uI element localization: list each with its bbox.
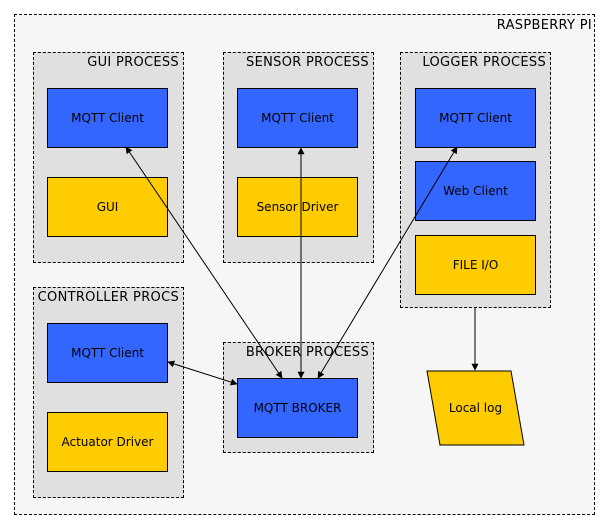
gui-mqtt-client-box[interactable]: MQTT Client <box>47 88 168 148</box>
sensor-mqtt-client-box[interactable]: MQTT Client <box>237 88 358 148</box>
mqtt-broker-box[interactable]: MQTT BROKER <box>237 378 358 438</box>
logger-client-broker-connector <box>317 146 458 379</box>
actuator-driver-box[interactable]: Actuator Driver <box>47 412 168 472</box>
gui-process-title: GUI PROCESS <box>87 55 179 70</box>
controller-client-broker-connector <box>167 360 238 386</box>
gui-client-broker-connector <box>125 146 283 379</box>
logger-mqtt-client-box[interactable]: MQTT Client <box>415 88 536 148</box>
sensor-process-title: SENSOR PROCESS <box>246 55 369 70</box>
local-log-shape[interactable] <box>426 370 525 446</box>
raspberry-pi-title: RASPBERRY PI <box>496 18 592 33</box>
logger-process-title: LOGGER PROCESS <box>422 55 546 70</box>
local-log-label: Local log <box>448 401 503 415</box>
